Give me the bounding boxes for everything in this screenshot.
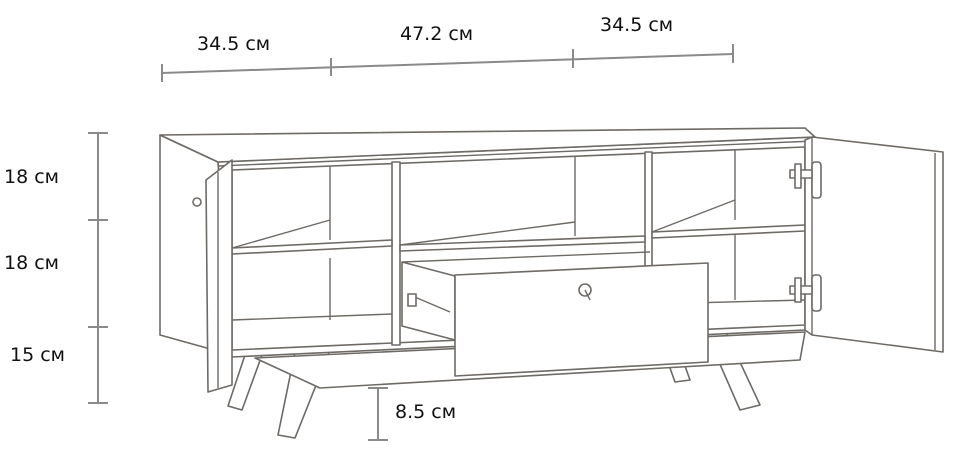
middle-section-width-label: 47.2 см xyxy=(400,23,474,45)
bottom-shelf-height-label: 15 см xyxy=(10,344,65,366)
leg-dimension-line xyxy=(368,387,388,441)
height-dimension-line xyxy=(88,132,108,404)
width-dimension-line xyxy=(161,44,734,82)
hinge-icon xyxy=(789,161,822,199)
left-section-width-label: 34.5 см xyxy=(197,33,271,55)
right-section-width-label: 34.5 см xyxy=(600,14,674,36)
leg-clearance-label: 8.5 см xyxy=(395,401,457,423)
door-knob-icon xyxy=(192,197,202,207)
middle-shelf-height-label: 18 см xyxy=(4,252,59,274)
right-door xyxy=(789,136,944,353)
hinge-icon xyxy=(789,274,822,312)
drawer xyxy=(401,251,709,377)
top-shelf-height-label: 18 см xyxy=(4,166,59,188)
left-door xyxy=(192,159,233,393)
